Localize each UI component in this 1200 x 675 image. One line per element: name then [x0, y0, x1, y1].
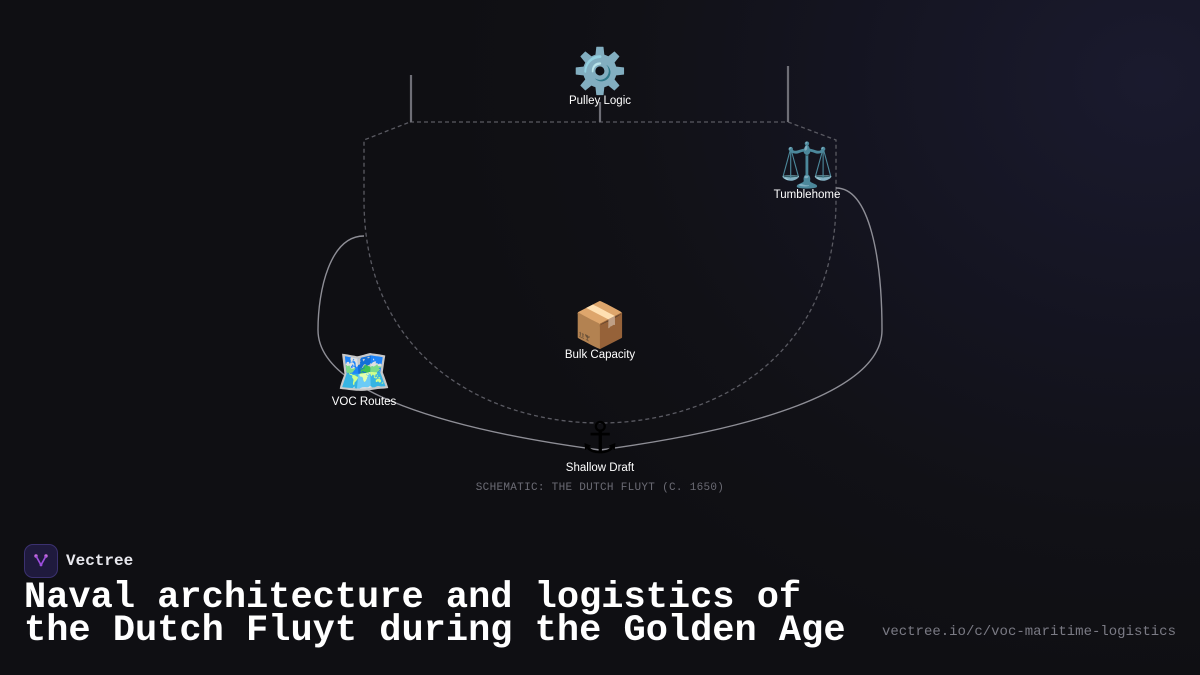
source-url-link[interactable]: vectree.io/c/voc-maritime-logistics: [881, 624, 1176, 640]
node-label: Pulley Logic: [569, 95, 631, 107]
node-label: Shallow Draft: [566, 462, 635, 474]
node-label: Bulk Capacity: [565, 349, 636, 361]
node-shallow-draft[interactable]: ⚓ Shallow Draft: [566, 414, 635, 474]
vectree-logo-icon: [24, 544, 58, 578]
page-title: Naval architecture and logistics of the …: [24, 577, 846, 652]
node-tumblehome[interactable]: ⚖️ Tumblehome: [774, 140, 841, 201]
brand-name: Vectree: [66, 552, 134, 570]
brand[interactable]: Vectree: [24, 544, 133, 578]
connector-left: [317, 235, 601, 451]
anchor-icon: ⚓: [580, 414, 619, 463]
hull-outline: [363, 121, 837, 424]
balance-scale-icon: ⚖️: [780, 140, 835, 190]
node-label: Tumblehome: [774, 189, 841, 201]
connector-right: [599, 187, 883, 451]
node-label: VOC Routes: [332, 396, 397, 408]
node-pulley-logic[interactable]: ⚙️ Pulley Logic: [569, 46, 631, 107]
node-voc-routes[interactable]: 🗺️ VOC Routes: [332, 348, 397, 408]
node-bulk-capacity[interactable]: 📦 Bulk Capacity: [565, 300, 636, 361]
world-map-icon: 🗺️: [337, 348, 392, 397]
package-box-icon: 📦: [573, 300, 628, 350]
diagram-caption: SCHEMATIC: THE DUTCH FLUYT (C. 1650): [476, 482, 724, 494]
gear-icon: ⚙️: [573, 46, 628, 96]
